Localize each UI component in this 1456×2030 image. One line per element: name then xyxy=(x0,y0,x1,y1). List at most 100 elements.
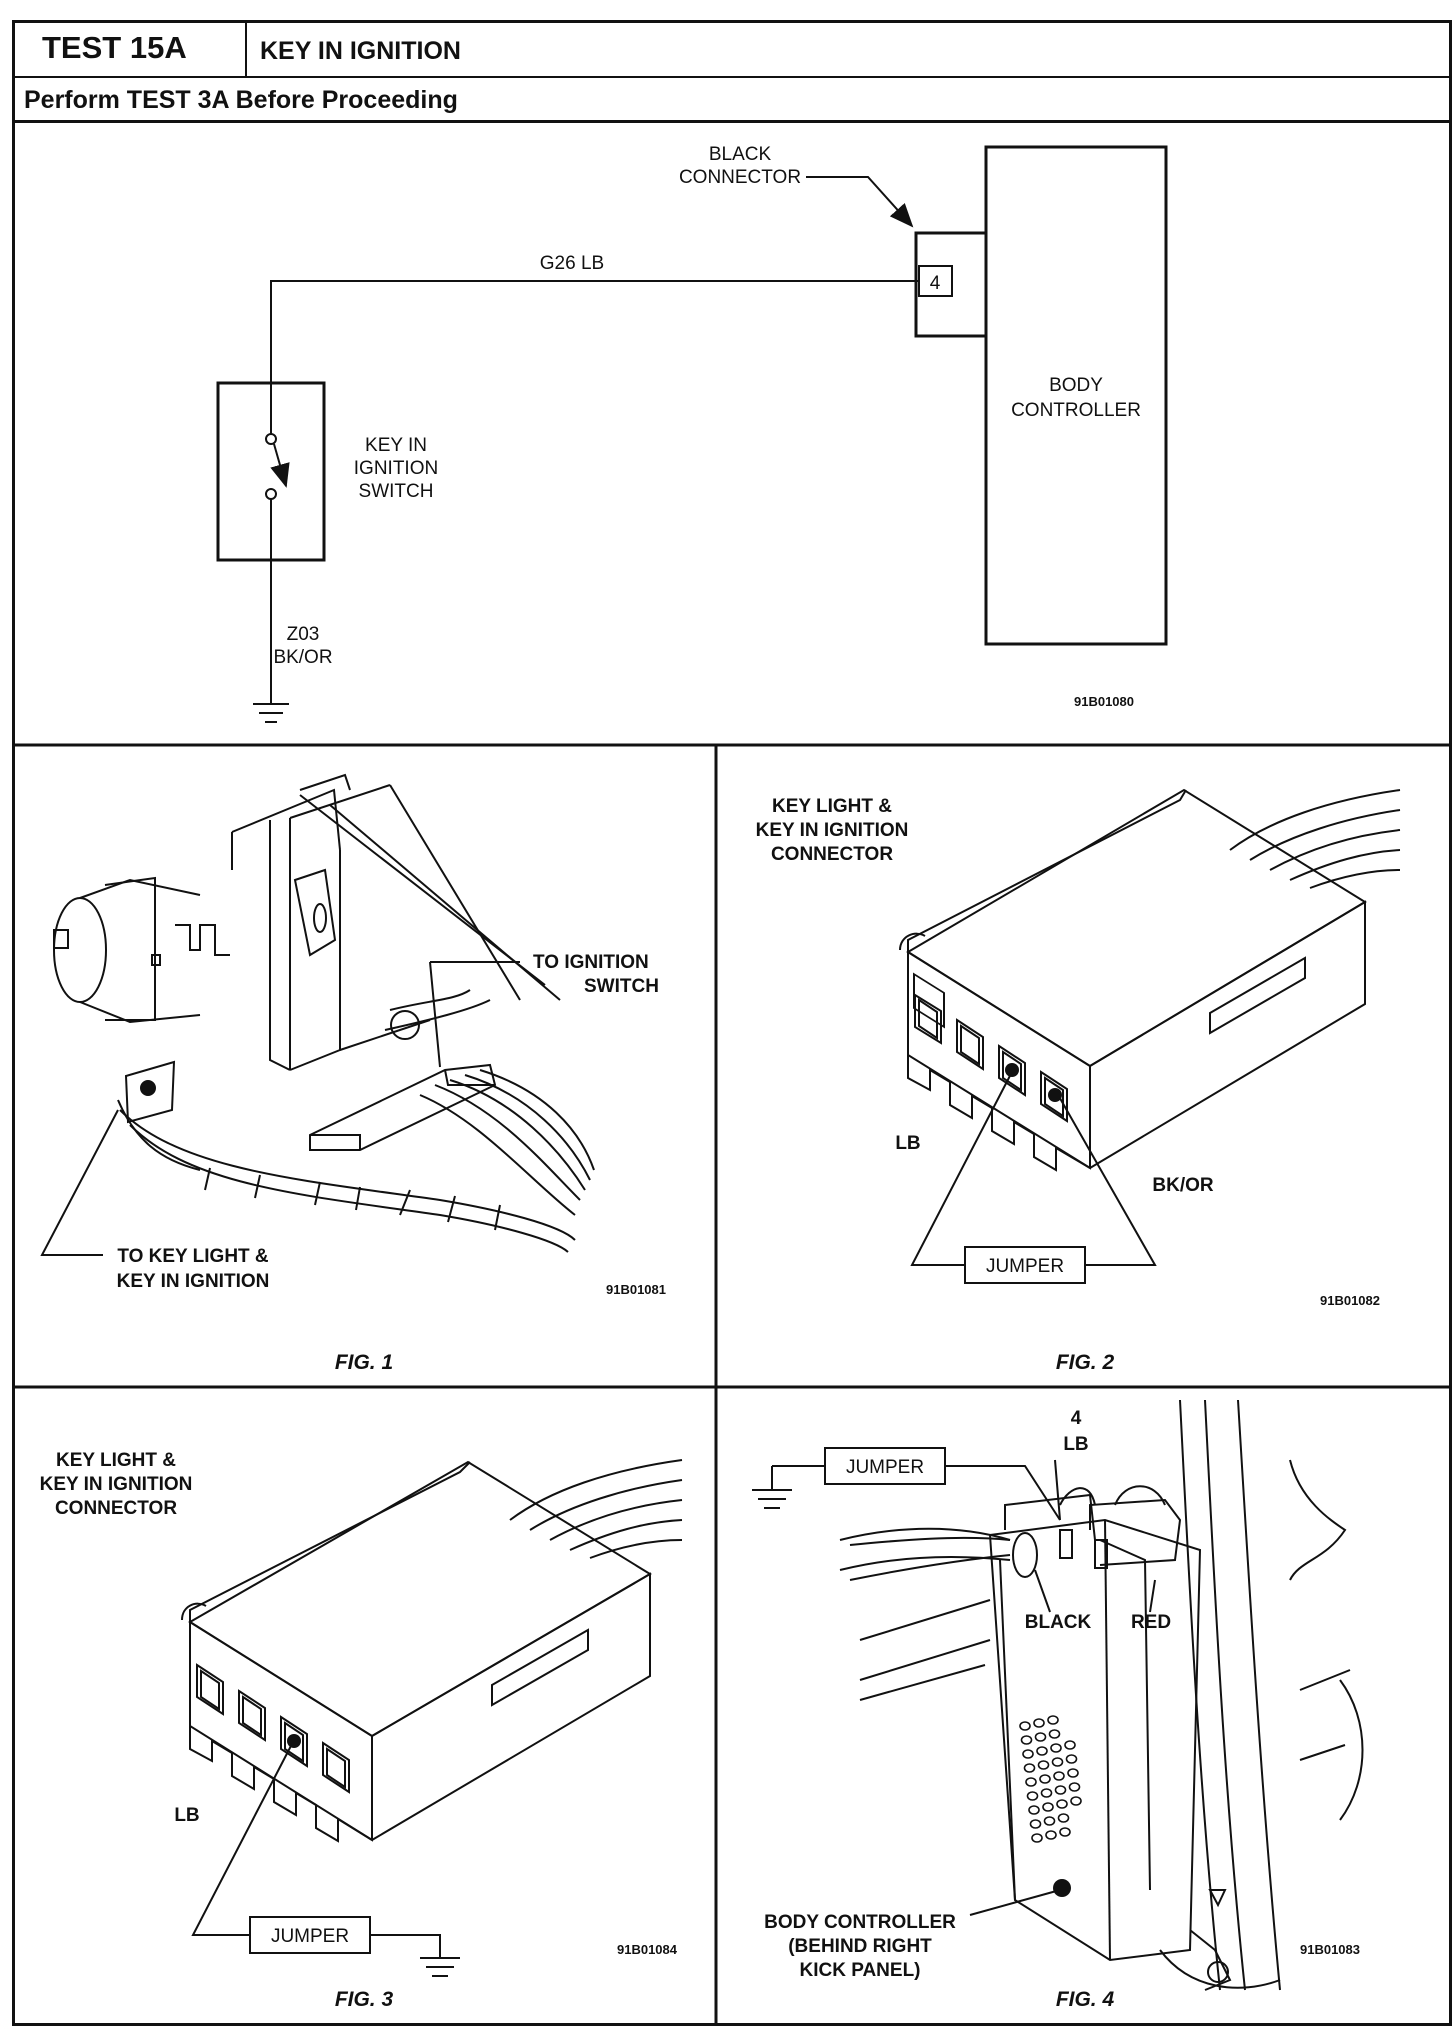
vent-hole xyxy=(1025,1777,1037,1787)
vent-hole xyxy=(1039,1774,1051,1784)
vent-hole xyxy=(1028,1805,1040,1815)
vent-hole xyxy=(1045,1830,1057,1840)
vent-hole xyxy=(1031,1833,1043,1843)
vent-hole xyxy=(1043,1816,1056,1826)
vent-hole xyxy=(1070,1796,1082,1806)
page-frame xyxy=(12,20,1452,2026)
vent-hole xyxy=(1059,1827,1071,1837)
ground-symbol xyxy=(253,703,289,723)
vent-hole xyxy=(1065,1754,1078,1764)
vent-hole xyxy=(1020,1735,1033,1745)
fig2-jumper-box xyxy=(964,1246,1086,1284)
fig4-black-label: BLACK xyxy=(1025,1612,1092,1633)
fig2-pin-bkor xyxy=(1048,1088,1062,1102)
vent-hole xyxy=(1042,1802,1054,1812)
switch-label-2: IGNITION xyxy=(354,458,438,479)
fig3-jumper-box xyxy=(249,1916,371,1954)
controller-label-2: CONTROLLER xyxy=(1011,400,1141,421)
fig3-pin-lb xyxy=(287,1734,301,1748)
fig4-bc-marker xyxy=(1053,1879,1071,1897)
fig4-illustration xyxy=(752,1399,1364,1991)
fig1-to-ignition-2: SWITCH xyxy=(584,976,659,997)
vent-hole xyxy=(1053,1771,1065,1781)
vent-hole xyxy=(1036,1746,1048,1756)
fig3-title-1: KEY LIGHT & xyxy=(56,1450,176,1471)
connector-callout-arrow xyxy=(806,176,914,228)
vent-hole xyxy=(1033,1718,1045,1728)
fig3-jumper-label: JUMPER xyxy=(271,1926,349,1947)
vent-hole xyxy=(1050,1743,1062,1753)
fig3-title-3: CONNECTOR xyxy=(55,1498,177,1519)
vent-hole xyxy=(1048,1729,1061,1739)
fig2-title-2: KEY IN IGNITION xyxy=(756,820,909,841)
vent-hole xyxy=(1026,1791,1039,1801)
vent-hole xyxy=(1037,1760,1050,1770)
fig3-pins: JUMPER KEY LIGHT & KEY IN IGNITION CONNE… xyxy=(40,1450,678,2011)
vent-hole xyxy=(1068,1782,1081,1792)
fig3-code: 91B01084 xyxy=(617,1942,678,1957)
fig4-lb-label: LB xyxy=(1063,1434,1088,1455)
fig4-red-label: RED xyxy=(1131,1612,1171,1633)
fig4-code: 91B01083 xyxy=(1300,1942,1360,1957)
wire-g26-label: G26 LB xyxy=(540,253,604,274)
vent-hole xyxy=(1056,1799,1068,1809)
fig2-code: 91B01082 xyxy=(1320,1293,1380,1308)
vent-hole xyxy=(1040,1788,1053,1798)
fig3-caption: FIG. 3 xyxy=(335,1988,394,2011)
fig2-bkor-label: BK/OR xyxy=(1152,1175,1214,1196)
fig2-jumper-label: JUMPER xyxy=(986,1256,1064,1277)
black-label: BLACK xyxy=(709,144,772,165)
vent-hole xyxy=(1054,1785,1067,1795)
wire-bkor-label: BK/OR xyxy=(273,647,332,668)
fig4-jumper-label: JUMPER xyxy=(846,1457,924,1478)
switch-label-3: SWITCH xyxy=(359,481,434,502)
test-title: KEY IN IGNITION xyxy=(260,37,461,65)
fig4-caption: FIG. 4 xyxy=(1056,1988,1115,2011)
vent-hole xyxy=(1047,1715,1059,1725)
connector-label: CONNECTOR xyxy=(679,167,801,188)
panel-dividers xyxy=(12,743,1452,2026)
fig1-to-key-light-1: TO KEY LIGHT & xyxy=(117,1246,269,1267)
fig4-bc-2: (BEHIND RIGHT xyxy=(788,1936,932,1957)
schematic-code: 91B01080 xyxy=(1074,694,1134,709)
fig1-illustration xyxy=(40,773,595,1256)
wire-z03-label: Z03 xyxy=(287,624,320,645)
fig1-to-key-light-2: KEY IN IGNITION xyxy=(117,1271,270,1292)
schematic: 4 BLACK CONNECTOR G26 LB KEY IN IGNITION… xyxy=(216,144,1168,723)
controller-label-1: BODY xyxy=(1049,375,1103,396)
fig2-pins: JUMPER KEY LIGHT & KEY IN IGNITION CONNE… xyxy=(756,796,1380,1374)
fig4-jumper-box xyxy=(824,1447,946,1485)
vent-hole xyxy=(1019,1721,1031,1731)
vent-hole xyxy=(1034,1732,1047,1742)
switch-label-1: KEY IN xyxy=(365,435,427,456)
pin-4-label: 4 xyxy=(930,273,941,294)
fig2-title-1: KEY LIGHT & xyxy=(772,796,892,817)
fig4-vent-holes xyxy=(1019,1715,1082,1843)
wire-g26-lb xyxy=(270,280,919,383)
fig3-lb-label: LB xyxy=(174,1805,199,1826)
test-id: TEST 15A xyxy=(12,20,247,76)
switch-blade xyxy=(270,443,290,488)
fig1-caption: FIG. 1 xyxy=(335,1351,393,1374)
fig4-bc-1: BODY CONTROLLER xyxy=(764,1912,956,1933)
fig2-pin-lb xyxy=(1005,1063,1019,1077)
body-controller-box xyxy=(984,145,1168,646)
fig1-to-ignition-1: TO IGNITION xyxy=(533,952,649,973)
fig3-illustration xyxy=(181,1459,683,1977)
fig2-illustration xyxy=(899,788,1401,1266)
fig1-code: 91B01081 xyxy=(606,1282,666,1297)
vent-hole xyxy=(1051,1757,1064,1767)
switch-contact-bottom xyxy=(265,488,277,500)
prerequisite-note: Perform TEST 3A Before Proceeding xyxy=(12,78,1452,123)
vent-hole xyxy=(1022,1749,1034,1759)
vent-hole xyxy=(1023,1763,1036,1773)
black-connector-box xyxy=(914,231,988,338)
fig1-labels: TO IGNITION SWITCH TO KEY LIGHT & KEY IN… xyxy=(117,952,666,1374)
fig4-labels: JUMPER 4 LB BLACK RED BODY CONTROLLER (B… xyxy=(764,1408,1360,2011)
fig2-lb-label: LB xyxy=(895,1133,920,1154)
vent-hole xyxy=(1057,1813,1070,1823)
vent-hole xyxy=(1064,1740,1076,1750)
fig2-title-3: CONNECTOR xyxy=(771,844,893,865)
switch-contact-top xyxy=(265,433,277,445)
